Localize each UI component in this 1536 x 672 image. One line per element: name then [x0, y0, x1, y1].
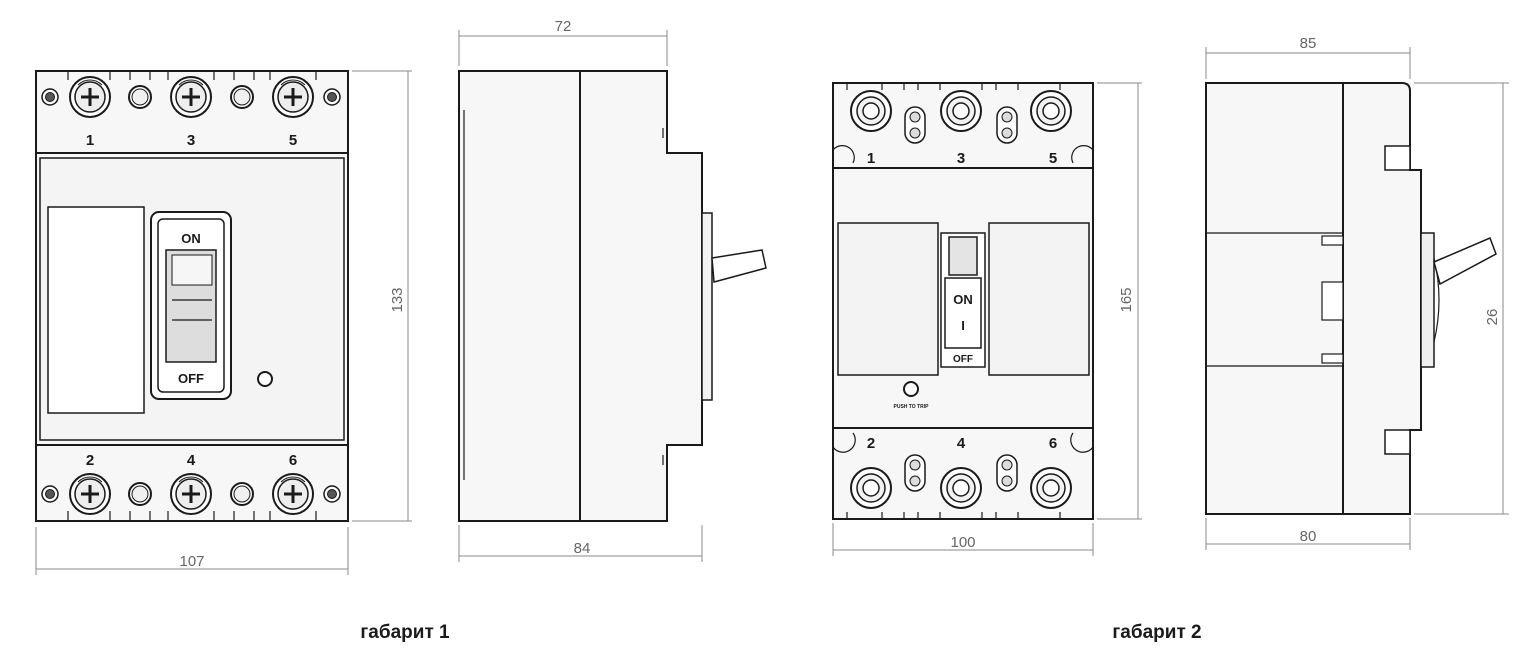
- size2-toggle-switch[interactable]: ON I OFF: [940, 232, 986, 368]
- size1-front-view: 1 3 5 2 4 6 ON OFF: [35, 70, 349, 522]
- size2-terminal-1: 1: [867, 150, 875, 167]
- size2-terminal-2: 2: [867, 435, 875, 452]
- size1-terminal-5: 5: [289, 132, 297, 149]
- size2-push-label: PUSH TO TRIP: [894, 404, 930, 410]
- size2-width-value: 100: [950, 534, 975, 551]
- size1-on-label: ON: [181, 231, 201, 246]
- size2-side-top-value: 85: [1300, 35, 1317, 52]
- size1-toggle-switch[interactable]: ON OFF: [150, 211, 232, 400]
- size1-terminal-6: 6: [289, 452, 297, 469]
- size2-side-height-value: 26: [1484, 309, 1501, 326]
- size1-side-handle: [711, 249, 767, 283]
- size1-width-value: 107: [179, 553, 204, 570]
- size2-side-bottom-value: 80: [1300, 528, 1317, 545]
- size1-off-label: OFF: [178, 371, 204, 386]
- size2-side-handle: [1433, 237, 1497, 286]
- size2-dimensions: 100 165 85 80 26: [832, 35, 1509, 556]
- size1-terminal-3: 3: [187, 132, 195, 149]
- size2-terminal-4: 4: [957, 435, 966, 452]
- size2-terminal-3: 3: [957, 150, 965, 167]
- size2-label-window-left: [837, 222, 939, 376]
- size1-terminal-1: 1: [86, 132, 94, 149]
- size2-height-value: 165: [1118, 287, 1135, 312]
- size1-terminal-4: 4: [187, 452, 196, 469]
- size2-on-label: ON: [953, 292, 973, 307]
- size2-terminal-6: 6: [1049, 435, 1057, 452]
- size2-side-view: [1205, 82, 1497, 515]
- size1-side-bottom-value: 84: [574, 540, 591, 557]
- size1-dimensions: 107 133 72 84: [35, 18, 703, 575]
- size2-front-view: 1 3 5 2 4 6 ON I OFF PUSH TO TRIP: [832, 82, 1094, 520]
- size1-height-value: 133: [389, 287, 406, 312]
- size2-test-button[interactable]: [903, 381, 919, 397]
- size1-side-view: [458, 70, 767, 522]
- size2-terminal-5: 5: [1049, 150, 1057, 167]
- size2-i-label: I: [961, 318, 965, 333]
- size2-caption: габарит 2: [1112, 622, 1201, 643]
- size1-label-window: [47, 206, 145, 414]
- size2-label-window-right: [988, 222, 1090, 376]
- size1-caption: габарит 1: [360, 622, 450, 643]
- size1-side-top-value: 72: [555, 18, 572, 35]
- size1-terminal-2: 2: [86, 452, 94, 469]
- size1-test-button[interactable]: [257, 371, 273, 387]
- size2-off-label: OFF: [953, 354, 973, 365]
